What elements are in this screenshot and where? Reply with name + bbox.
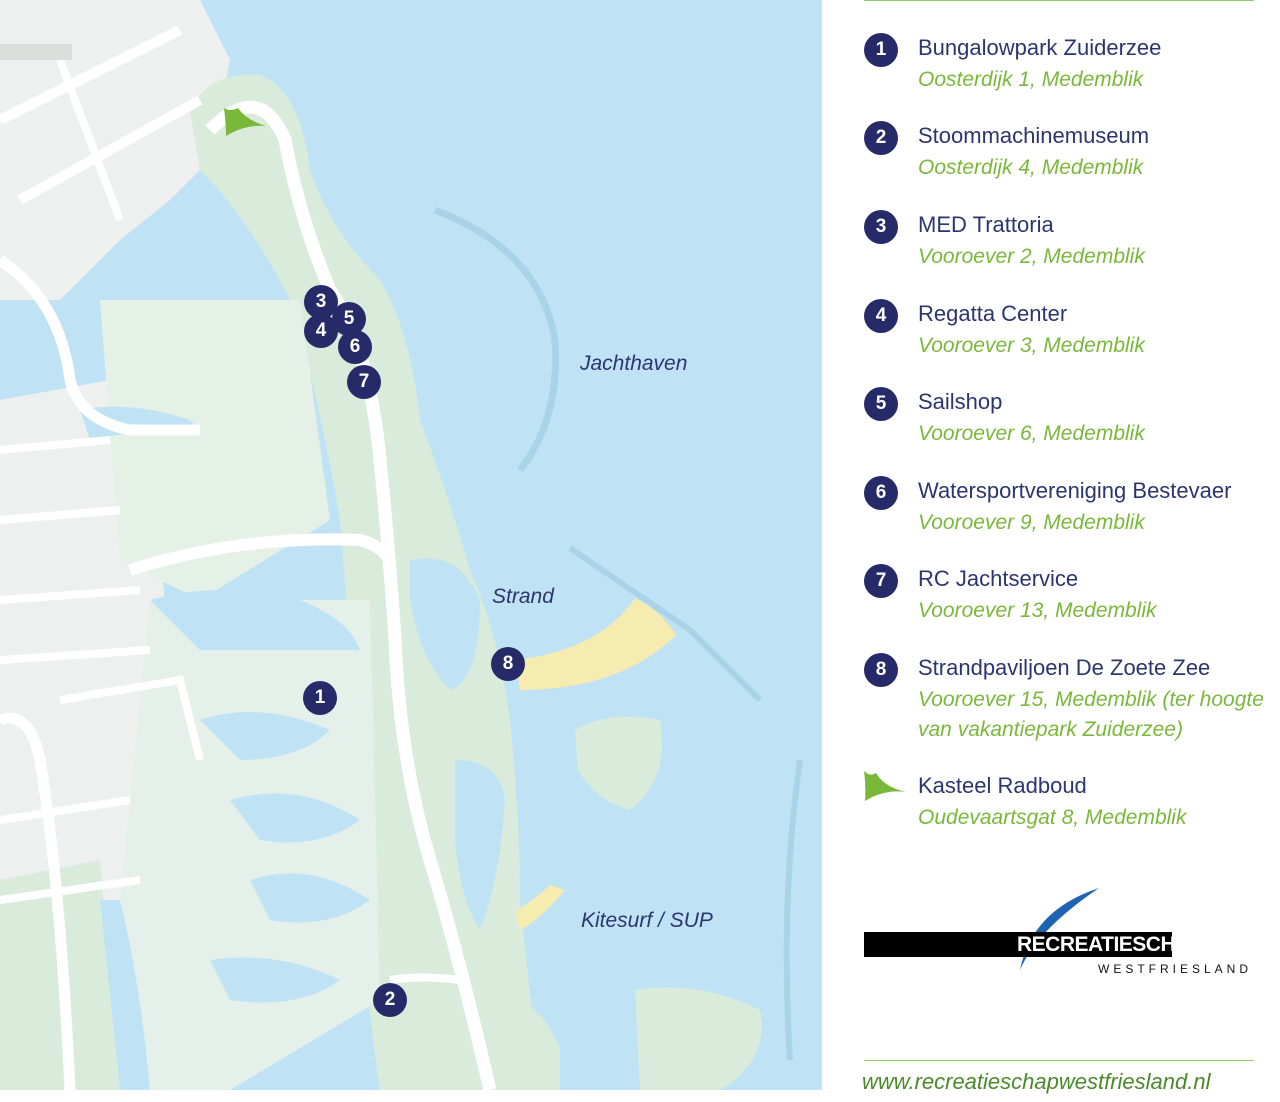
legend-number-badge: 4: [864, 299, 898, 333]
map-marker-2[interactable]: 2: [373, 983, 407, 1017]
website-link[interactable]: www.recreatieschapwestfriesland.nl: [862, 1069, 1211, 1094]
road-mid: [128, 533, 395, 576]
road-spur: [389, 973, 461, 984]
breakwater-north: [433, 206, 560, 473]
logo-main-text: RECREATIESCHAP: [1017, 933, 1204, 956]
breakwater-east: [568, 545, 763, 703]
legend-item-name: Kasteel Radboud: [918, 773, 1087, 798]
legend-number-badge: 1: [864, 33, 898, 67]
road-grid-7: [0, 876, 141, 904]
road-north-2: [17, 95, 203, 205]
legend-item-address: Vooroever 6, Medemblik: [918, 422, 1145, 445]
canal-6: [210, 957, 340, 1003]
island-2: [635, 987, 762, 1090]
canal-5: [250, 873, 370, 923]
label-strand: Strand: [492, 585, 554, 608]
legend-top-rule: [864, 0, 1254, 1]
legend-item-address: Vooroever 2, Medemblik: [918, 245, 1145, 268]
legend-item-name: Sailshop: [918, 389, 1003, 414]
legend-item-address: Vooroever 13, Medemblik: [918, 599, 1157, 622]
legend-number-badge: 3: [864, 210, 898, 244]
legend-number-badge: 6: [864, 476, 898, 510]
legend-number-badge: 8: [864, 653, 898, 687]
legend-number-badge: 7: [864, 564, 898, 598]
pond-north: [410, 558, 480, 690]
map-graphics: [0, 0, 803, 1090]
road-west: [0, 255, 200, 436]
map-marker-6[interactable]: 6: [338, 330, 372, 364]
legend-item-address: Oosterdijk 1, Medemblik: [918, 68, 1144, 91]
road-north-3: [56, 58, 124, 222]
legend-item-name: Regatta Center: [918, 301, 1068, 326]
label-jachthaven: Jachthaven: [580, 352, 688, 375]
label-kitesurf: Kitesurf / SUP: [581, 909, 713, 932]
legend-item-address: Vooroever 3, Medemblik: [918, 334, 1145, 357]
road-grid-4: [0, 646, 151, 664]
logo-bar: [864, 932, 1172, 957]
legend-number-badge: 5: [864, 387, 898, 421]
beach-kitesurf: [515, 885, 565, 930]
legend-item-name: Stoommachinemuseum: [918, 123, 1150, 148]
legend-item-address: Oosterdijk 4, Medemblik: [918, 156, 1144, 179]
map-marker-1[interactable]: 1: [303, 681, 337, 715]
canal-7: [100, 900, 150, 1090]
road-grid-6: [0, 796, 131, 824]
green-flag-icon: [862, 771, 908, 805]
road-grid-1: [0, 436, 111, 454]
top-left-block: [0, 44, 72, 60]
legend-number-badge: 2: [864, 121, 898, 155]
road-north-1: [0, 25, 183, 125]
recreatieschap-logo[interactable]: RECREATIESCHAP WESTFRIESLAND: [862, 880, 1262, 990]
dike-land: [190, 74, 540, 1090]
main-road: [205, 100, 497, 1090]
canal-1: [80, 406, 200, 440]
legend-item-name: MED Trattoria: [918, 212, 1054, 237]
legend-item-name: Strandpaviljoen De Zoete Zee: [918, 655, 1211, 680]
legend-item-address: Vooroever 15, Medemblik (ter hoogte van …: [918, 688, 1264, 741]
breakwater-south: [783, 759, 803, 1061]
beach-strand: [515, 598, 676, 690]
legend-item-name: Bungalowpark Zuiderzee: [918, 35, 1162, 60]
legend-item-address: Oudevaartsgat 8, Medemblik: [918, 806, 1187, 829]
canal-4: [230, 793, 360, 843]
legend: 1 Bungalowpark Zuiderzee Oosterdijk 1, M…: [862, 0, 1280, 1102]
legend-item-address: Vooroever 9, Medemblik: [918, 511, 1145, 534]
canal-3: [200, 712, 330, 760]
legend-item-name: RC Jachtservice: [918, 566, 1079, 591]
road-grid-5: [59, 675, 204, 761]
footer-rule: [864, 1060, 1254, 1061]
west-land: [100, 300, 330, 600]
logo-sub-text: WESTFRIESLAND: [1098, 962, 1253, 976]
legend-item-name: Watersportvereniging Bestevaer: [918, 478, 1232, 503]
map[interactable]: Jachthaven Strand Kitesurf / SUP 3 4 5 6…: [0, 0, 822, 1090]
green-flag-shape: [864, 771, 906, 801]
map-marker-7[interactable]: 7: [347, 365, 381, 399]
road-grid-2: [0, 506, 121, 524]
canal-2: [150, 590, 360, 650]
map-marker-8[interactable]: 8: [491, 647, 525, 681]
pond-south: [455, 760, 505, 930]
island-1: [575, 716, 662, 810]
road-grid-3: [0, 586, 141, 604]
